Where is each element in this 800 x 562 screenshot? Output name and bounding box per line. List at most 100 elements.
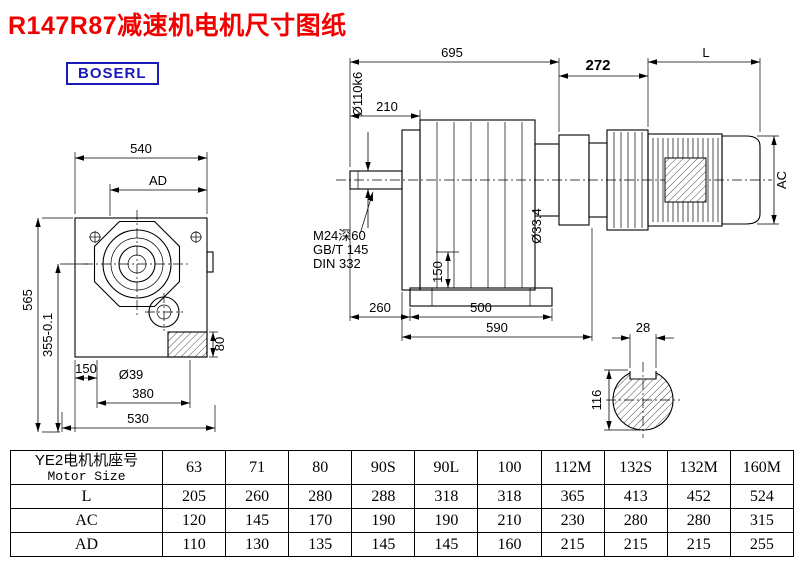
dim-150-front: 150: [74, 360, 98, 432]
table-cell: 215: [540, 532, 605, 557]
keyway-slot: [629, 371, 657, 380]
note-m24-label: M24深60: [313, 228, 366, 243]
table-cell: 215: [666, 532, 731, 557]
table-header-cn: YE2电机机座号: [34, 451, 139, 469]
motor-section-hatch: [664, 157, 707, 203]
dim-355-label: 355-0.1: [40, 313, 55, 357]
dim-150-side-label: 150: [430, 261, 445, 283]
table-cell: 280: [603, 508, 668, 533]
motor-size-table: YE2电机机座号 Motor Size 63 71 80 90S 90L 100…: [10, 450, 795, 557]
dim-590-label: 590: [486, 320, 508, 335]
dim-272-label: 272: [585, 57, 610, 74]
table-cell: 413: [603, 484, 668, 509]
dim-272: 272: [559, 57, 649, 127]
side-plug: [206, 251, 214, 273]
dim-AC-label: AC: [774, 171, 789, 189]
dim-28: 28: [612, 320, 674, 368]
page-title: R147R87减速机电机尺寸图纸: [8, 12, 347, 40]
dim-150-front-label: 150: [75, 361, 97, 376]
table-cell: 315: [729, 508, 795, 533]
dim-380: 380: [97, 360, 191, 408]
table-cell: 280: [666, 508, 731, 533]
table-cell: 255: [729, 532, 795, 557]
technical-drawing: 540 AD 565 355-0.1 80: [20, 45, 789, 438]
dim-500: 500: [410, 300, 553, 321]
front-view: 540 AD 565 355-0.1 80: [20, 141, 227, 433]
table-col-header: 63: [161, 450, 227, 485]
dim-530-label: 530: [127, 411, 149, 426]
dim-28-label: 28: [636, 320, 650, 335]
table-row-label: AC: [10, 508, 163, 533]
table-cell: 190: [351, 508, 416, 533]
motor-body: [647, 133, 723, 227]
brand-logo: BOSERL: [66, 62, 159, 85]
dim-565: 565: [20, 217, 73, 433]
dim-L-label: L: [702, 45, 709, 60]
shaft-cross-section: 28 116: [589, 320, 680, 438]
table-cell: 318: [414, 484, 479, 509]
dim-116: 116: [589, 369, 640, 431]
gearbox-front-body: [74, 210, 214, 358]
table-cell: 210: [477, 508, 542, 533]
fan-cover: [721, 135, 761, 225]
table-cell: 160: [477, 532, 542, 557]
dim-500-label: 500: [470, 300, 492, 315]
table-cell: 190: [414, 508, 479, 533]
table-row: AC 120 145 170 190 190 210 230 280 280 3…: [10, 508, 795, 533]
table-cell: 145: [225, 508, 290, 533]
dim-ad: AD: [109, 173, 207, 216]
table-header-en: Motor Size: [47, 468, 126, 484]
foot-section-hatch: [167, 331, 208, 358]
dim-d334-label: Ø33.4: [529, 208, 544, 243]
table-col-header: 90S: [351, 450, 416, 485]
dim-ad-label: AD: [149, 173, 167, 188]
dim-d39-label: Ø39: [119, 367, 144, 382]
table-cell: 318: [477, 484, 542, 509]
table-cell: 145: [414, 532, 479, 557]
note-gbt-label: GB/T 145: [313, 242, 368, 257]
dim-530: 530: [61, 405, 216, 432]
dim-80: 80: [209, 331, 227, 358]
mounting-base: [409, 287, 553, 307]
dim-L: L: [648, 45, 761, 132]
dim-AC: AC: [757, 135, 789, 225]
table-col-header: 132M: [666, 450, 731, 485]
table-cell: 215: [603, 532, 668, 557]
dim-116-label: 116: [589, 390, 604, 411]
table-col-header: 90L: [414, 450, 479, 485]
dim-380-label: 380: [132, 386, 154, 401]
side-view: 695 272 L Ø110k6 210: [313, 45, 789, 341]
dim-565-label: 565: [20, 289, 35, 311]
dim-80-label: 80: [212, 337, 227, 351]
table-cell: 170: [288, 508, 353, 533]
table-col-header: 112M: [540, 450, 605, 485]
dim-590: 590: [401, 228, 593, 341]
table-col-header: 160M: [729, 450, 795, 485]
dim-d110: Ø110k6: [350, 72, 371, 228]
table-cell: 260: [225, 484, 290, 509]
dim-355: 355-0.1: [40, 263, 88, 432]
dim-260-label: 260: [369, 300, 391, 315]
dim-540-label: 540: [130, 141, 152, 156]
table-row-label: L: [10, 484, 163, 509]
table-cell: 288: [351, 484, 416, 509]
dim-695-label: 695: [441, 45, 463, 60]
dim-540: 540: [74, 141, 208, 214]
note-din-label: DIN 332: [313, 256, 361, 271]
table-cell: 230: [540, 508, 605, 533]
table-col-header: 132S: [603, 450, 668, 485]
table-row: AD 110 130 135 145 145 160 215 215 215 2…: [10, 532, 795, 557]
table-header-motor-size: YE2电机机座号 Motor Size: [10, 450, 163, 485]
table-cell: 120: [161, 508, 227, 533]
table-col-header: 100: [477, 450, 542, 485]
oil-plug-icon: [190, 231, 202, 243]
table-row: L 205 260 280 288 318 318 365 413 452 52…: [10, 484, 795, 509]
table-cell: 365: [540, 484, 605, 509]
dim-210-label: 210: [376, 99, 398, 114]
table-cell: 452: [666, 484, 731, 509]
dim-695: 695: [349, 45, 560, 167]
table-cell: 110: [161, 532, 227, 557]
dim-210: 210: [350, 99, 421, 128]
table-row-label: AD: [10, 532, 163, 557]
